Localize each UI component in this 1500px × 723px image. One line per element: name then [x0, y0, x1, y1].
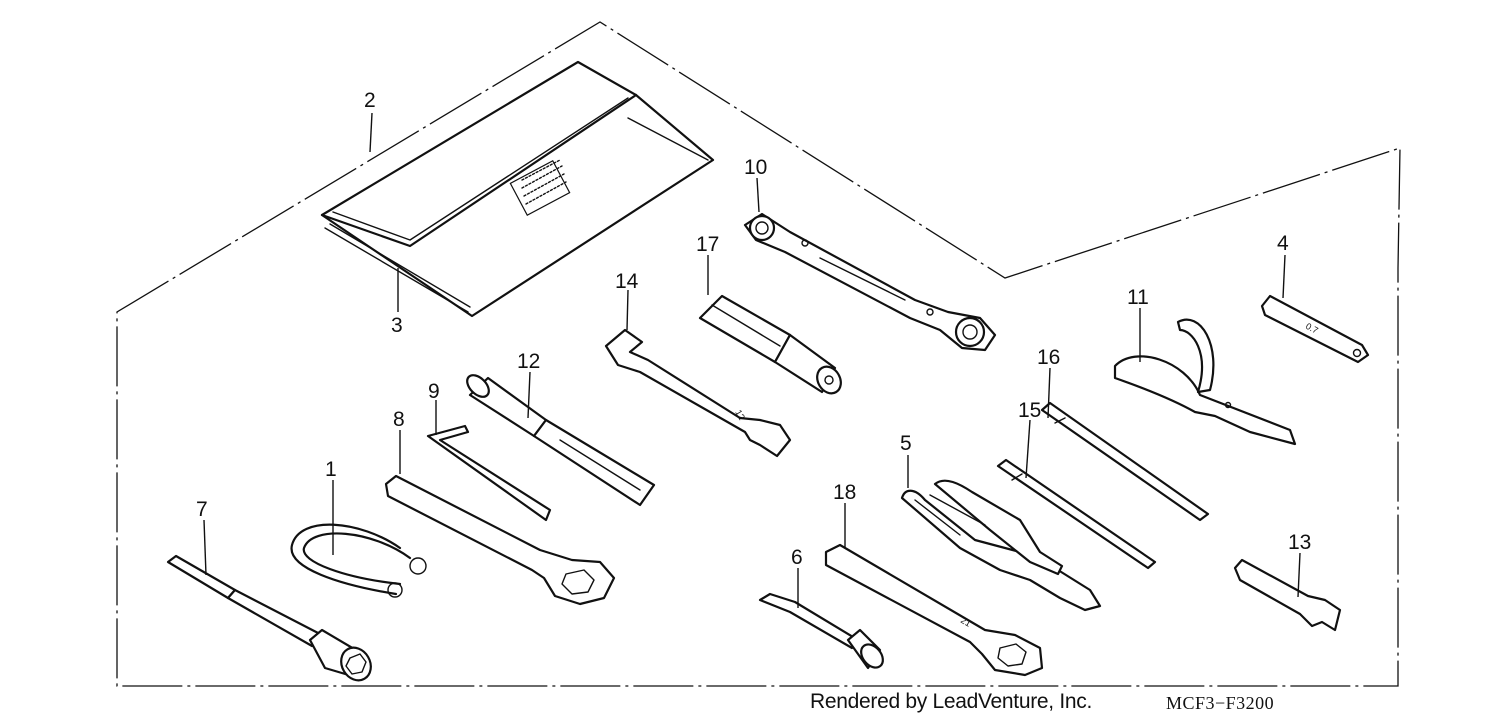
callout-16: 16: [1037, 346, 1060, 369]
callout-9: 9: [428, 380, 440, 403]
wrench-stamp-21: 21: [959, 615, 973, 629]
box-wrench-8: [384, 474, 616, 606]
screwdriver-blade-16: [1040, 401, 1210, 522]
callout-17: 17: [696, 233, 719, 256]
callout-15: 15: [1018, 399, 1041, 422]
callout-14: 14: [615, 270, 639, 293]
wrench-13: [1233, 558, 1342, 632]
callout-4: 4: [1277, 232, 1289, 255]
box-wrench-18: 21: [824, 543, 1044, 677]
callout-18: 18: [833, 481, 856, 504]
callout-8: 8: [393, 408, 405, 431]
pin-spanner-11: [1113, 318, 1297, 446]
callout-3: 3: [391, 314, 403, 337]
open-end-wrench-14: 12: [604, 328, 792, 458]
hex-key-9: [426, 424, 552, 522]
callout-12: 12: [517, 350, 540, 373]
spark-plug-wrench-7: [166, 554, 372, 682]
callout-1: 1: [325, 458, 337, 481]
callout-7: 7: [196, 498, 208, 521]
pliers-5: [900, 479, 1102, 612]
extension-bar-6: [758, 592, 884, 670]
ring-wrench-10: [743, 212, 997, 352]
render-credit: Rendered by LeadVenture, Inc.: [810, 690, 1093, 713]
group-outline: [116, 21, 1401, 687]
callout-5: 5: [900, 432, 912, 455]
battery-strap-1: [290, 523, 427, 598]
callout-2: 2: [364, 89, 376, 112]
callout-13: 13: [1288, 531, 1311, 554]
diagram-code: MCF3−F3200: [1166, 693, 1275, 713]
callout-6: 6: [791, 546, 803, 569]
leader-lines: [203, 112, 1301, 608]
wrench-stamp-12: 12: [733, 408, 747, 422]
tool-bag: [320, 60, 715, 318]
callouts: 1 2 3 4 5 6 7 8 9 10 11 12 13 14 15 16 1…: [196, 89, 1311, 569]
callout-10: 10: [744, 156, 767, 179]
screwdriver-blade-15: [996, 458, 1157, 570]
spanner-4: 0.7: [1260, 294, 1370, 364]
socket-handle-17: [698, 294, 842, 395]
screwdriver-handle-12: [466, 374, 656, 507]
callout-11: 11: [1127, 286, 1149, 309]
